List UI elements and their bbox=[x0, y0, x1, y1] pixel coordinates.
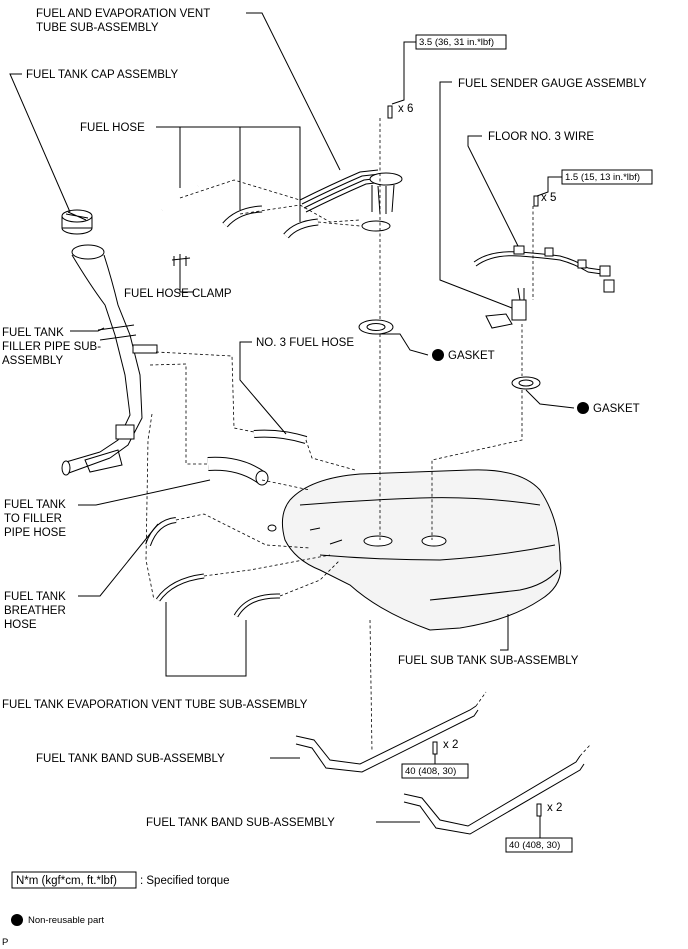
band-1-drawing bbox=[295, 705, 479, 773]
sender-gauge-drawing bbox=[473, 195, 615, 329]
label-no3-fuel-hose: NO. 3 FUEL HOSE bbox=[256, 337, 354, 349]
label-filler-pipe-line3: ASSEMBLY bbox=[2, 355, 63, 367]
label-vent-tube-line1: FUEL AND EVAPORATION VENT bbox=[36, 8, 210, 20]
fuel-tank-cap-drawing bbox=[61, 209, 93, 235]
qty-wire-screw: x 5 bbox=[541, 192, 556, 204]
legend-non-reusable-dot bbox=[11, 914, 23, 926]
non-reusable-dot-gasket-2 bbox=[577, 402, 589, 414]
evap-vent-tube-drawing bbox=[155, 573, 281, 618]
fuel-hose-clamp-drawing bbox=[171, 254, 191, 266]
vent-tube-drawing bbox=[299, 169, 403, 232]
label-filler-hose-line2: TO FILLER bbox=[4, 513, 62, 525]
label-filler-hose-line3: PIPE HOSE bbox=[4, 527, 66, 539]
breather-hose-drawing bbox=[145, 517, 177, 547]
label-vent-tube-line2: TUBE SUB-ASSEMBLY bbox=[36, 22, 159, 34]
label-filler-pipe-line1: FUEL TANK bbox=[2, 327, 64, 339]
sender-screw-drawing bbox=[387, 105, 393, 119]
non-reusable-dot-gasket-1 bbox=[432, 349, 444, 361]
label-breather-line2: BREATHER bbox=[4, 605, 66, 617]
fuel-sub-tank-drawing bbox=[267, 469, 562, 631]
gasket-2-drawing bbox=[511, 376, 541, 390]
torque-sender-screw: 3.5 (36, 31 in.*lbf) bbox=[419, 37, 494, 48]
legend-torque-desc: : Specified torque bbox=[140, 875, 230, 887]
label-band-1: FUEL TANK BAND SUB-ASSEMBLY bbox=[36, 753, 225, 765]
no3-fuel-hose-drawing bbox=[253, 429, 308, 444]
label-breather-line3: HOSE bbox=[4, 619, 37, 631]
label-filler-hose-line1: FUEL TANK bbox=[4, 499, 66, 511]
label-evap-vent: FUEL TANK EVAPORATION VENT TUBE SUB-ASSE… bbox=[2, 699, 308, 711]
qty-band-bolt-2: x 2 bbox=[547, 802, 562, 814]
label-band-2: FUEL TANK BAND SUB-ASSEMBLY bbox=[146, 817, 335, 829]
torque-band-bolt-1: 40 (408, 30) bbox=[405, 766, 456, 777]
label-filler-pipe-line2: FILLER PIPE SUB- bbox=[2, 341, 101, 353]
qty-sender-screw: x 6 bbox=[398, 103, 413, 115]
assembly-guides bbox=[145, 118, 591, 757]
label-fuel-tank-cap: FUEL TANK CAP ASSEMBLY bbox=[26, 69, 178, 81]
page-code: P bbox=[2, 937, 8, 948]
filler-hose-drawing bbox=[207, 456, 269, 486]
torque-band-bolt-2: 40 (408, 30) bbox=[509, 840, 560, 851]
legend-torque-box bbox=[11, 871, 137, 889]
leader-lines bbox=[9, 12, 575, 838]
legend-non-reusable-text: Non-reusable part bbox=[28, 915, 104, 926]
filler-pipe-drawing bbox=[61, 244, 158, 476]
label-gasket-1: GASKET bbox=[448, 350, 495, 362]
label-gasket-2: GASKET bbox=[593, 403, 640, 415]
band-2-drawing bbox=[403, 755, 585, 835]
torque-wire-screw: 1.5 (15, 13 in.*lbf) bbox=[565, 172, 640, 183]
label-sub-tank: FUEL SUB TANK SUB-ASSEMBLY bbox=[398, 655, 579, 667]
legend-torque-unit: N*m (kgf*cm, ft.*lbf) bbox=[16, 875, 117, 887]
label-breather-line1: FUEL TANK bbox=[4, 591, 66, 603]
gasket-1-drawing bbox=[358, 319, 394, 335]
label-sender-gauge: FUEL SENDER GAUGE ASSEMBLY bbox=[458, 78, 647, 90]
label-floor-wire: FLOOR NO. 3 WIRE bbox=[488, 131, 594, 143]
label-hose-clamp: FUEL HOSE CLAMP bbox=[124, 288, 232, 300]
label-fuel-hose: FUEL HOSE bbox=[80, 122, 145, 134]
qty-band-bolt-1: x 2 bbox=[443, 739, 458, 751]
